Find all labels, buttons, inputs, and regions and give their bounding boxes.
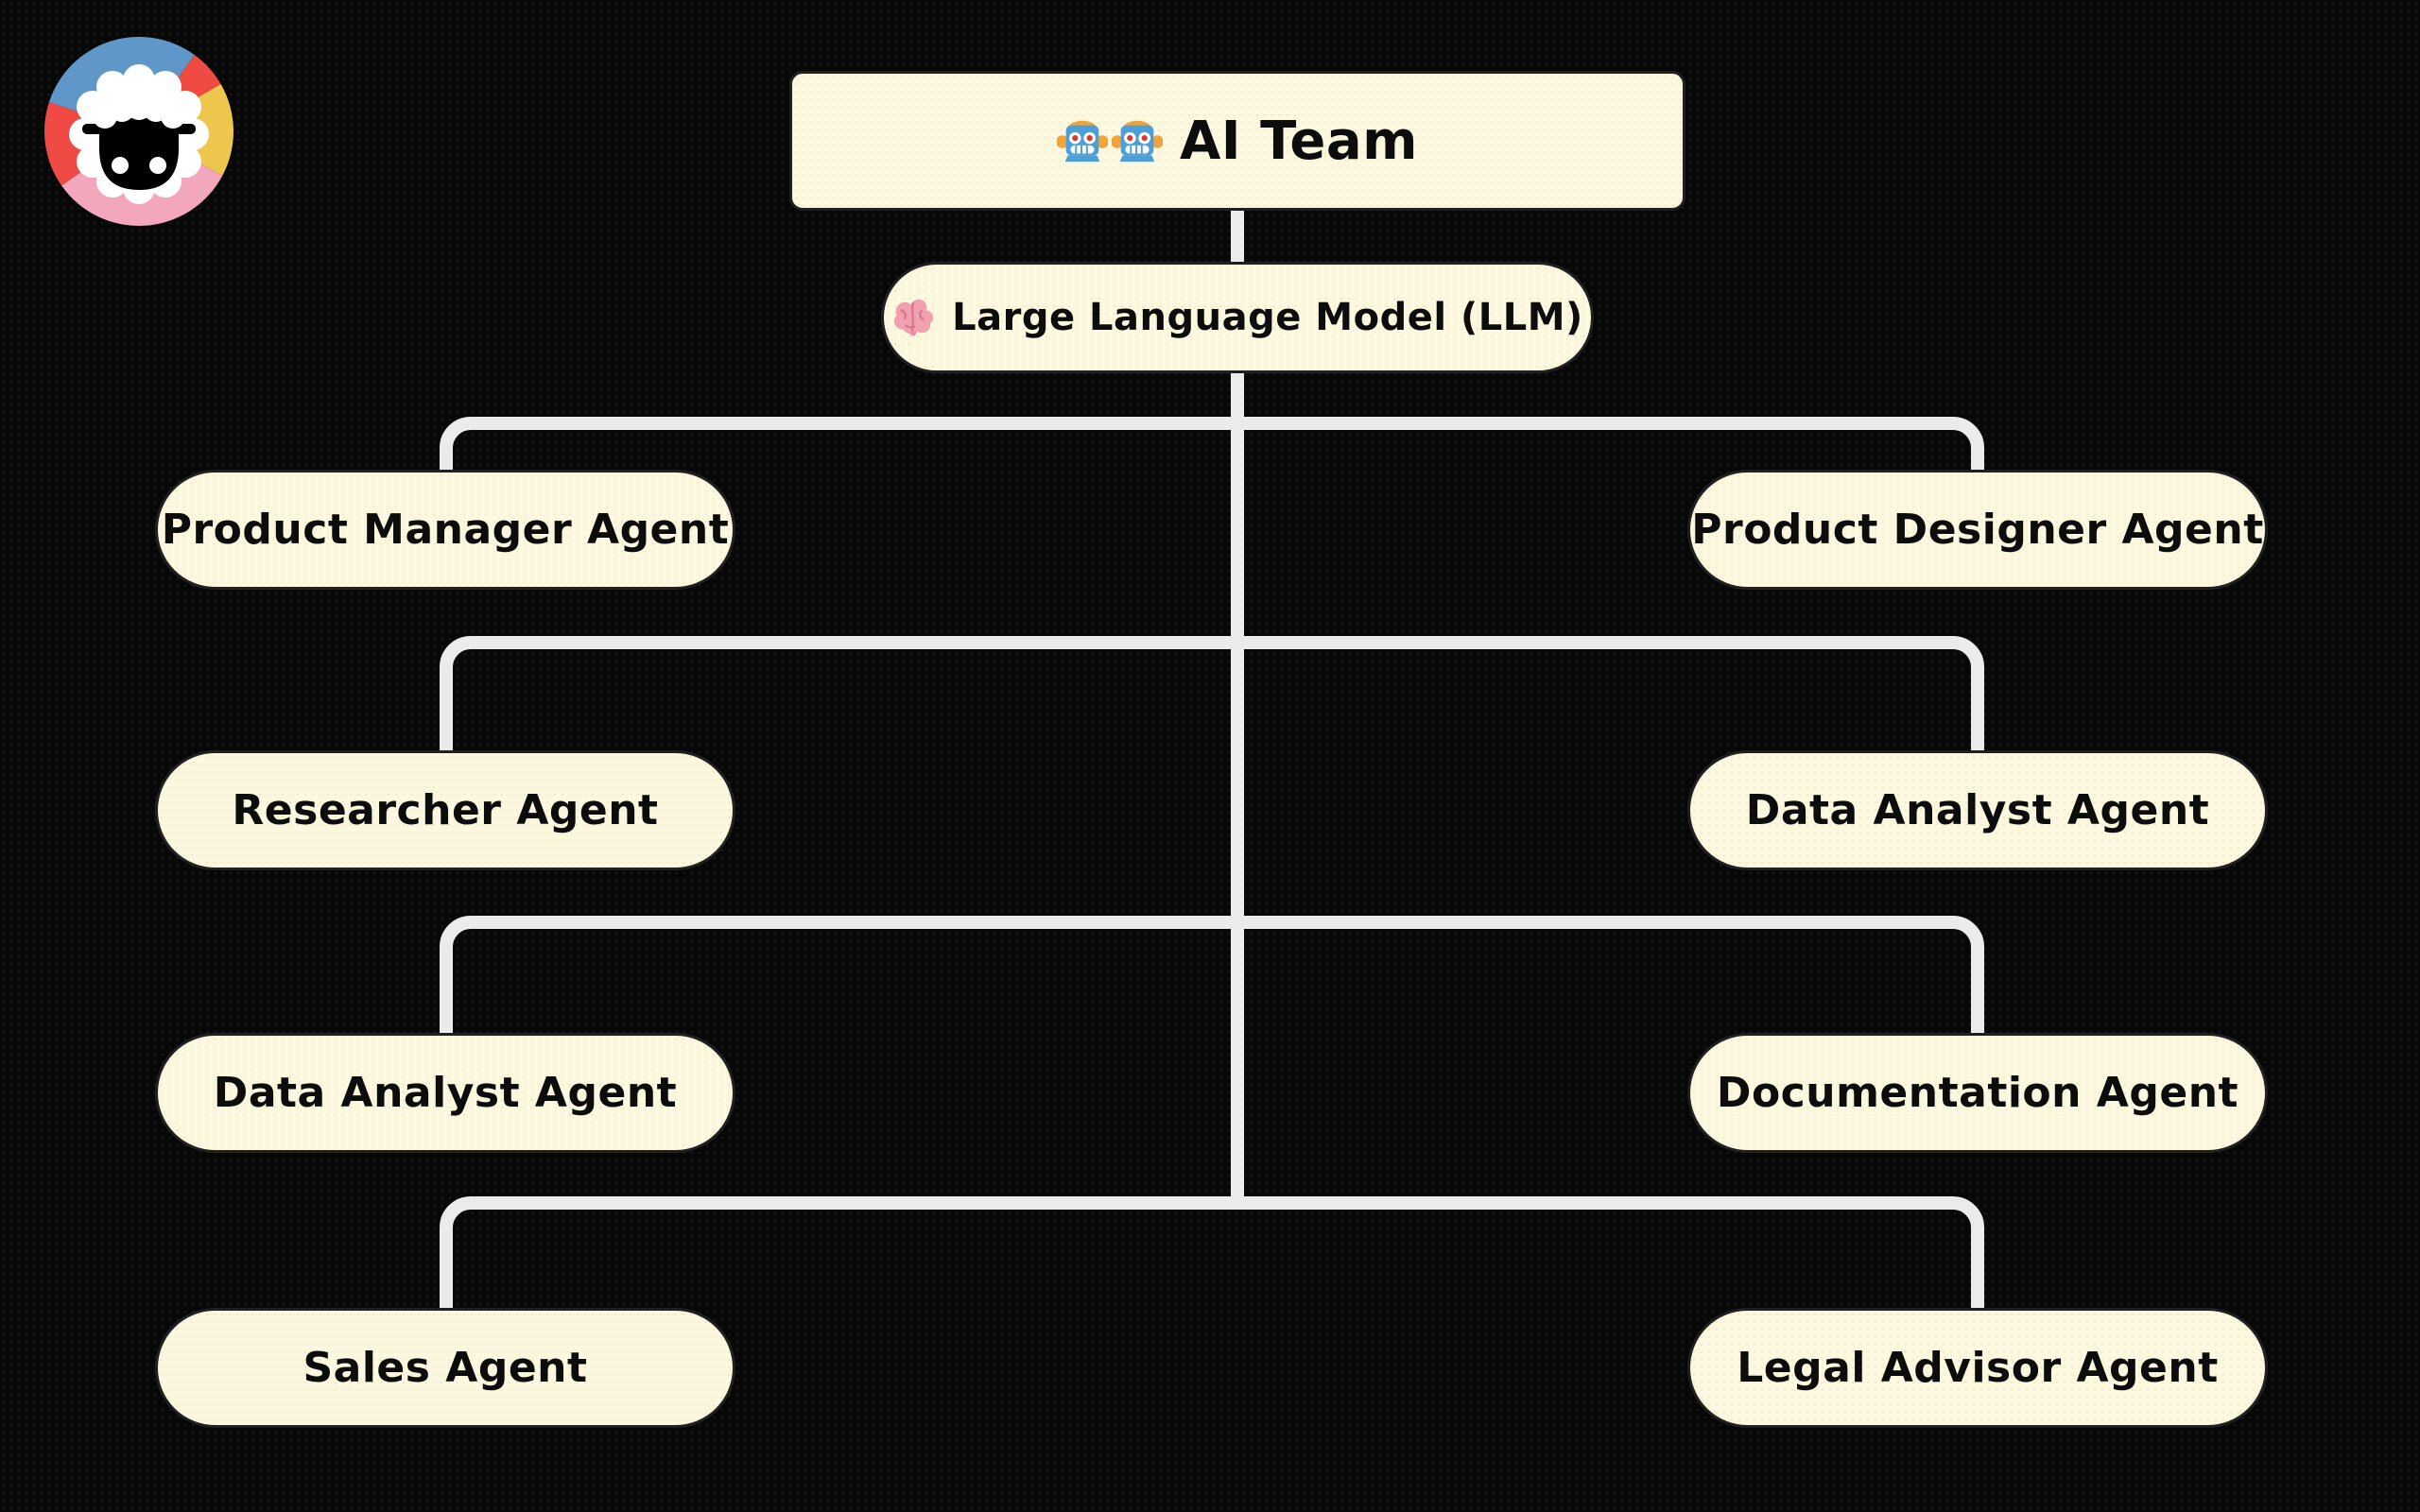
brain-icon <box>891 296 935 339</box>
node-sales-agent[interactable]: Sales Agent <box>155 1308 735 1428</box>
agent-label: Legal Advisor Agent <box>1737 1344 2219 1392</box>
connector-branch-1 <box>440 417 1984 477</box>
robot-icon <box>1056 115 1163 166</box>
node-llm-label: Large Language Model (LLM) <box>952 296 1583 339</box>
agent-label: Researcher Agent <box>232 786 659 834</box>
node-data-analyst-agent-right[interactable]: Data Analyst Agent <box>1687 750 2268 870</box>
connector-branch-4 <box>440 1196 1984 1315</box>
node-llm[interactable]: Large Language Model (LLM) <box>881 262 1594 373</box>
connector-branch-2 <box>440 636 1984 758</box>
node-ai-team-label: AI Team <box>1179 110 1419 172</box>
node-documentation-agent[interactable]: Documentation Agent <box>1687 1033 2268 1153</box>
sheep-logo <box>44 37 233 226</box>
agent-label: Data Analyst Agent <box>213 1069 678 1117</box>
agent-label: Sales Agent <box>302 1344 588 1392</box>
node-product-manager-agent[interactable]: Product Manager Agent <box>155 470 735 590</box>
node-researcher-agent[interactable]: Researcher Agent <box>155 750 735 870</box>
sheep-face <box>82 95 196 190</box>
agent-label: Product Manager Agent <box>161 506 730 554</box>
agent-label: Documentation Agent <box>1716 1069 2239 1117</box>
node-product-designer-agent[interactable]: Product Designer Agent <box>1687 470 2268 590</box>
agent-label: Data Analyst Agent <box>1745 786 2210 834</box>
node-data-analyst-agent-left[interactable]: Data Analyst Agent <box>155 1033 735 1153</box>
connector-branch-3 <box>440 916 1984 1040</box>
agent-label: Product Designer Agent <box>1691 506 2264 554</box>
node-ai-team[interactable]: AI Team <box>789 71 1685 211</box>
node-legal-advisor-agent[interactable]: Legal Advisor Agent <box>1687 1308 2268 1428</box>
